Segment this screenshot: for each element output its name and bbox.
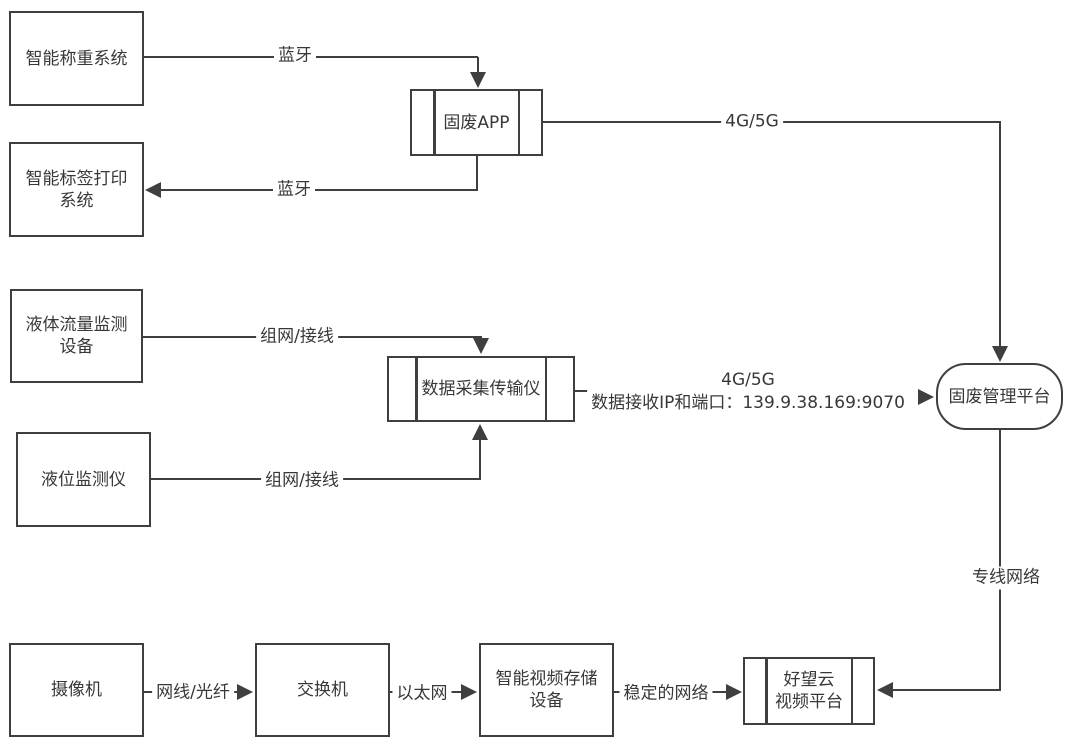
arrowhead-right-icon [461,684,477,700]
arrowhead-left-icon [877,682,893,698]
edge-label-networking-top: 组网/接线 [256,325,338,349]
node-solid-waste-app: 固废APP [410,89,543,156]
arrowhead-down-icon [470,72,486,88]
edge-bluetooth-bottom-hline [158,189,478,191]
edge-bluetooth-bottom-vline [476,156,478,191]
edge-label-stable-network: 稳定的网络 [619,682,713,706]
edge-label-dedicated-line: 专线网络 [968,566,1044,590]
node-smart-weighing-system: 智能称重系统 [9,11,144,106]
edge-bluetooth-top-vline [477,57,479,75]
node-liquid-level-monitor: 液位监测仪 [16,432,151,527]
node-holo-cloud-video-platform: 好望云 视频平台 [743,657,875,725]
node-switch: 交换机 [255,643,390,737]
edge-ipport-stub-hline [575,390,592,392]
arrowhead-up-icon [472,424,488,440]
edge-dedicated-hline [891,689,1001,691]
node-label: 好望云 视频平台 [775,670,843,712]
edge-label-4g5g-ipport: 4G/5G 数据接收IP和端口：139.9.38.169:9070 [587,369,909,415]
edge-label-networking-bottom: 组网/接线 [261,469,343,493]
arrowhead-down-icon [992,346,1008,362]
node-label: 固废管理平台 [948,386,1051,407]
node-label: 智能视频存储 设备 [495,669,598,711]
double-bar-right [544,358,547,420]
arrowhead-right-icon [918,389,934,405]
arrowhead-right-icon [726,684,742,700]
edge-label-4g5g-top: 4G/5G [721,110,783,134]
node-label: 数据采集传输仪 [421,379,541,399]
edge-networking-bottom-vline [479,438,481,480]
edge-label-bluetooth-bottom: 蓝牙 [273,178,315,202]
double-bar-left [433,91,436,154]
node-camera: 摄像机 [9,643,144,737]
edge-label-ip-port: 数据接收IP和端口：139.9.38.169:9070 [591,393,905,413]
node-label: 交换机 [297,680,348,700]
double-bar-right [517,91,520,154]
node-label: 固废APP [443,112,510,133]
node-label: 智能标签打印 系统 [25,168,128,211]
node-video-storage: 智能视频存储 设备 [479,643,614,737]
edge-4g5g-top-vline [999,121,1001,349]
node-label-printing-system: 智能标签打印 系统 [9,142,144,237]
arrowhead-right-icon [237,684,253,700]
edge-dedicated-vline [999,430,1001,690]
node-liquid-flow-monitor: 液体流量监测 设备 [10,289,143,383]
node-label: 液位监测仪 [41,469,126,490]
node-solid-waste-platform: 固废管理平台 [936,363,1063,430]
node-label: 液体流量监测 设备 [25,315,128,357]
double-bar-left [765,659,768,723]
node-label: 智能称重系统 [25,48,128,69]
edge-label-ethernet: 以太网 [392,682,452,706]
node-data-collector: 数据采集传输仪 [387,356,575,422]
edge-label-bluetooth-top: 蓝牙 [274,44,316,68]
arrowhead-down-icon [473,338,489,354]
edge-label-cable-fiber: 网线/光纤 [152,681,234,705]
node-label: 摄像机 [51,680,102,700]
double-bar-right [850,659,853,723]
arrowhead-left-icon [145,182,161,198]
double-bar-left [415,358,418,420]
edge-label-4g5g-mid: 4G/5G [721,370,775,390]
